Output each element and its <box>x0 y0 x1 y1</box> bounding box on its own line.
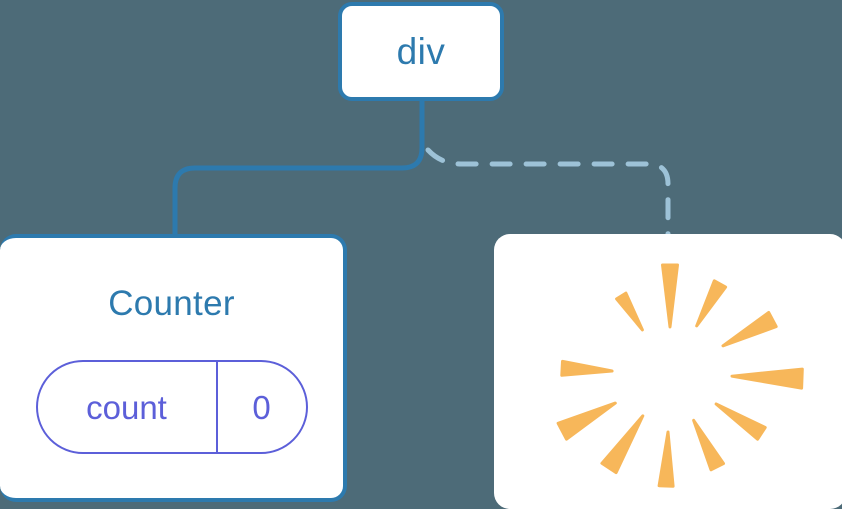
burst-ray-0 <box>661 263 679 329</box>
sparkle-burst-icon <box>556 263 804 488</box>
burst-ray-4 <box>714 402 767 441</box>
burst-ray-5 <box>692 418 725 472</box>
burst-ray-1 <box>695 279 728 328</box>
node-div[interactable]: div <box>338 2 504 101</box>
burst-ray-6 <box>657 430 675 488</box>
node-burst[interactable] <box>494 234 842 509</box>
connector-root-to-burst <box>425 147 671 243</box>
burst-ray-8 <box>556 401 617 441</box>
burst-ray-3 <box>730 367 804 390</box>
sparkle-burst-wrap <box>494 234 842 509</box>
state-key: count <box>86 388 167 426</box>
node-counter-label: Counter <box>108 284 235 323</box>
burst-ray-10 <box>615 291 644 332</box>
connector-root-to-counter <box>172 98 425 243</box>
state-value: 0 <box>252 388 271 426</box>
node-div-label: div <box>396 31 446 72</box>
burst-ray-7 <box>600 414 645 475</box>
node-counter[interactable]: Counter count 0 <box>0 234 347 502</box>
burst-ray-9 <box>560 359 614 377</box>
state-pill-divider <box>215 362 218 452</box>
burst-ray-2 <box>721 311 778 348</box>
state-pill-count[interactable]: count 0 <box>35 360 308 454</box>
